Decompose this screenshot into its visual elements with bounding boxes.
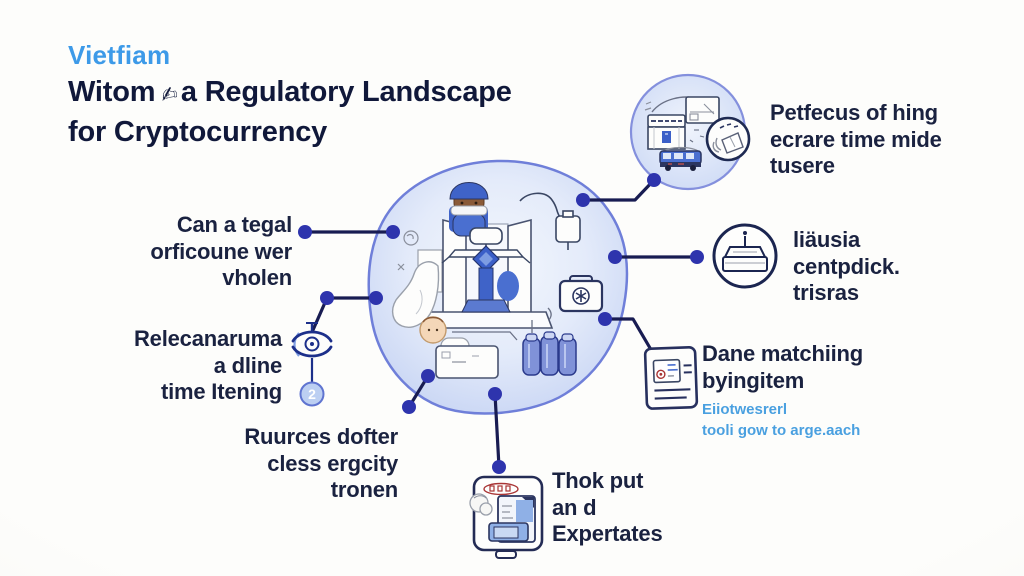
label-right-2: liäusia centpdick. trisras [793, 227, 900, 305]
page-title: Witom✍a Regulatory Landscape for Cryptoc… [68, 74, 538, 151]
scribble-doodles [397, 230, 419, 271]
sheet-sketch [391, 261, 440, 328]
tiny-scribbles [689, 129, 705, 143]
title-line1: Witom✍a Regulatory Landscape [68, 76, 512, 108]
label-bottom: Thok put an d Expertates [552, 468, 663, 546]
magnifier-icon [705, 116, 751, 162]
storefront-icon [647, 114, 686, 150]
title-line2: for Cryptocurrency [68, 116, 328, 148]
document-icon [643, 346, 699, 410]
step-2-badge-number: 2 [308, 386, 316, 402]
label-right-1: Petfecus of hing ecrare time mide tusere [770, 100, 942, 178]
connector-dots [298, 173, 704, 474]
van-icon [659, 146, 702, 171]
adoption-scene-illustration [644, 96, 751, 171]
label-left-1: Can a tegal orficoune wer vholen [150, 212, 292, 290]
smartphone-icon [469, 475, 544, 559]
label-right-3-subtext: Eiiotwesrerl tooli gow to arge.aach [702, 401, 861, 439]
tubing-sketch [452, 307, 552, 341]
table-sketch [435, 345, 499, 379]
gas-canisters-icon [522, 331, 577, 376]
label-right-3: Dane matchiing byingitem Eiiotwesrerl to… [702, 340, 932, 441]
eye-icon [291, 322, 333, 382]
brand-title: Vietfiam [68, 40, 171, 70]
surgeon-icon [449, 182, 489, 237]
monitor-icon [685, 96, 720, 124]
label-left-2: Relecanaruma a dline time Itening [133, 326, 282, 404]
cake-icon [712, 223, 778, 289]
label-left-3: Ruurces dofter cless ergcity tronen [244, 424, 398, 502]
step-2-badge: 2 [299, 381, 325, 407]
central-scene-illustration [391, 182, 604, 379]
doodle-glyph-icon: ✍ [159, 82, 180, 108]
first-aid-kit-icon [558, 275, 604, 313]
machine-icon [441, 227, 531, 313]
iv-bag-icon [519, 192, 581, 250]
